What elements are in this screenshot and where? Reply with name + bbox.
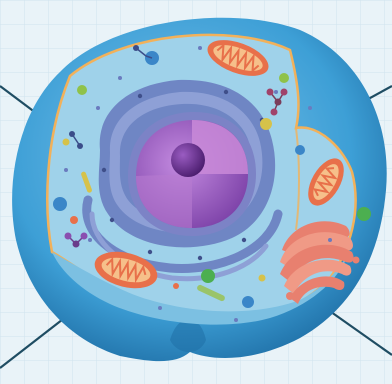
nucleolus [171,143,205,177]
nucleus [128,112,256,236]
